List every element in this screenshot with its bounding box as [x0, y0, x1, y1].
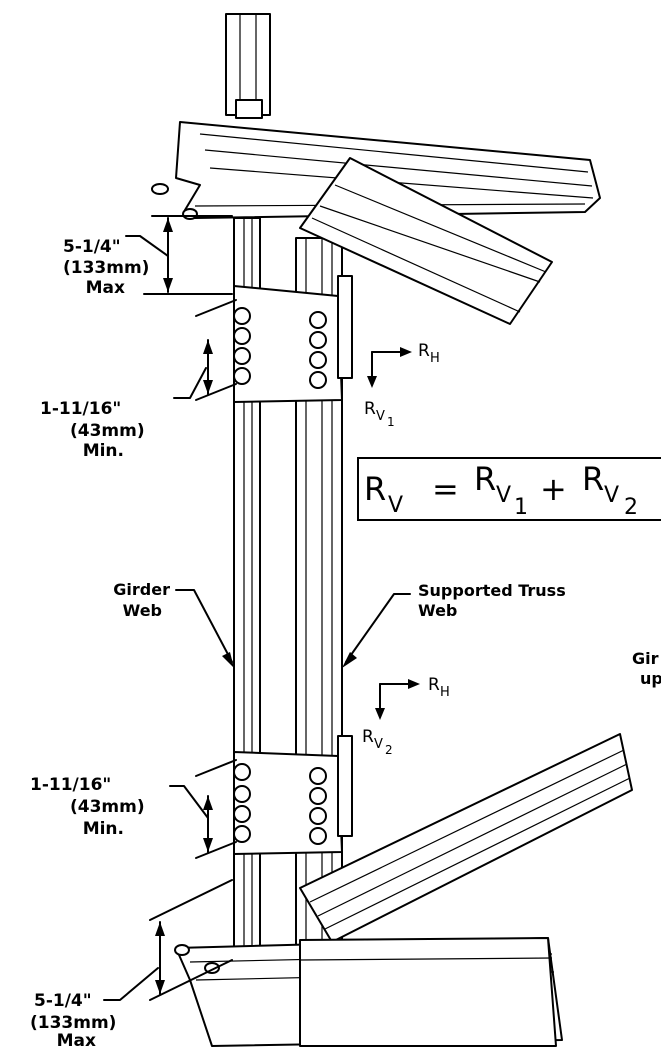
- top-dim-value: 5-1/4": [63, 237, 121, 257]
- upper-hanger: [233, 275, 353, 403]
- equation-term2-sub: V: [604, 483, 619, 508]
- lower-rh-subscript: H: [440, 685, 450, 700]
- lower-spacing-qualifier: Min.: [83, 819, 124, 839]
- truss-web-leader: [342, 593, 411, 668]
- lower-spacing-value: 1-11/16": [30, 775, 111, 795]
- bottom-dim-value: 5-1/4": [34, 991, 92, 1011]
- upper-force-arrows: [367, 347, 412, 388]
- cut-label-line2: up: [640, 669, 661, 688]
- equation-term2: R: [582, 460, 604, 498]
- top-dim-qualifier: Max: [86, 278, 125, 298]
- upper-rh-subscript: H: [430, 351, 440, 366]
- girder-web-leader: [175, 589, 234, 668]
- top-dimension: [125, 215, 233, 295]
- upper-rv-subscript: V: [376, 409, 385, 424]
- bottom-dim-qualifier: Max: [57, 1031, 96, 1048]
- truss-web-label-line1: Supported Truss: [418, 581, 566, 600]
- girder-web-label-line2: Web: [123, 601, 162, 620]
- equation-lhs: R: [364, 470, 386, 508]
- top-dim-metric: (133mm): [63, 258, 149, 278]
- truss-bottom-chord: [299, 733, 633, 943]
- upper-spacing-qualifier: Min.: [83, 441, 124, 461]
- upper-spacing-metric: (43mm): [70, 421, 145, 441]
- equation-plus: +: [540, 470, 567, 508]
- lower-hanger: [233, 735, 353, 855]
- truss-web-label-line2: Web: [418, 601, 457, 620]
- lower-rh-symbol: R: [428, 675, 440, 695]
- equation-lhs-sub: V: [388, 493, 403, 518]
- truss-top-chord: [299, 157, 553, 325]
- upper-spacing-value: 1-11/16": [40, 399, 121, 419]
- top-web-stub: [225, 13, 271, 119]
- lower-rv-symbol: R: [362, 727, 374, 747]
- lower-rv-subscript: V: [374, 737, 383, 752]
- upper-rv-symbol: R: [364, 399, 376, 419]
- upper-rv-index: 1: [387, 415, 395, 429]
- lower-force-arrows: [375, 679, 420, 720]
- equation-term1-sub: V: [496, 483, 511, 508]
- girder-web-label-line1: Girder: [113, 580, 170, 599]
- equation-term1: R: [474, 460, 496, 498]
- equation-term2-index: 2: [624, 495, 638, 520]
- upper-rh-symbol: R: [418, 341, 430, 361]
- upper-spacing-dimension: [173, 299, 237, 401]
- cut-label-line1: Gir: [632, 649, 659, 668]
- lower-spacing-dimension: [169, 759, 237, 859]
- equation-equals: =: [432, 470, 459, 508]
- bottom-dimension: [103, 879, 233, 1001]
- lower-spacing-metric: (43mm): [70, 797, 145, 817]
- lower-rv-index: 2: [385, 743, 393, 757]
- reaction-equation-box: [357, 457, 661, 521]
- bottom-dim-metric: (133mm): [30, 1013, 116, 1033]
- girder-bottom-chord: [174, 937, 563, 1047]
- equation-term1-index: 1: [514, 495, 528, 520]
